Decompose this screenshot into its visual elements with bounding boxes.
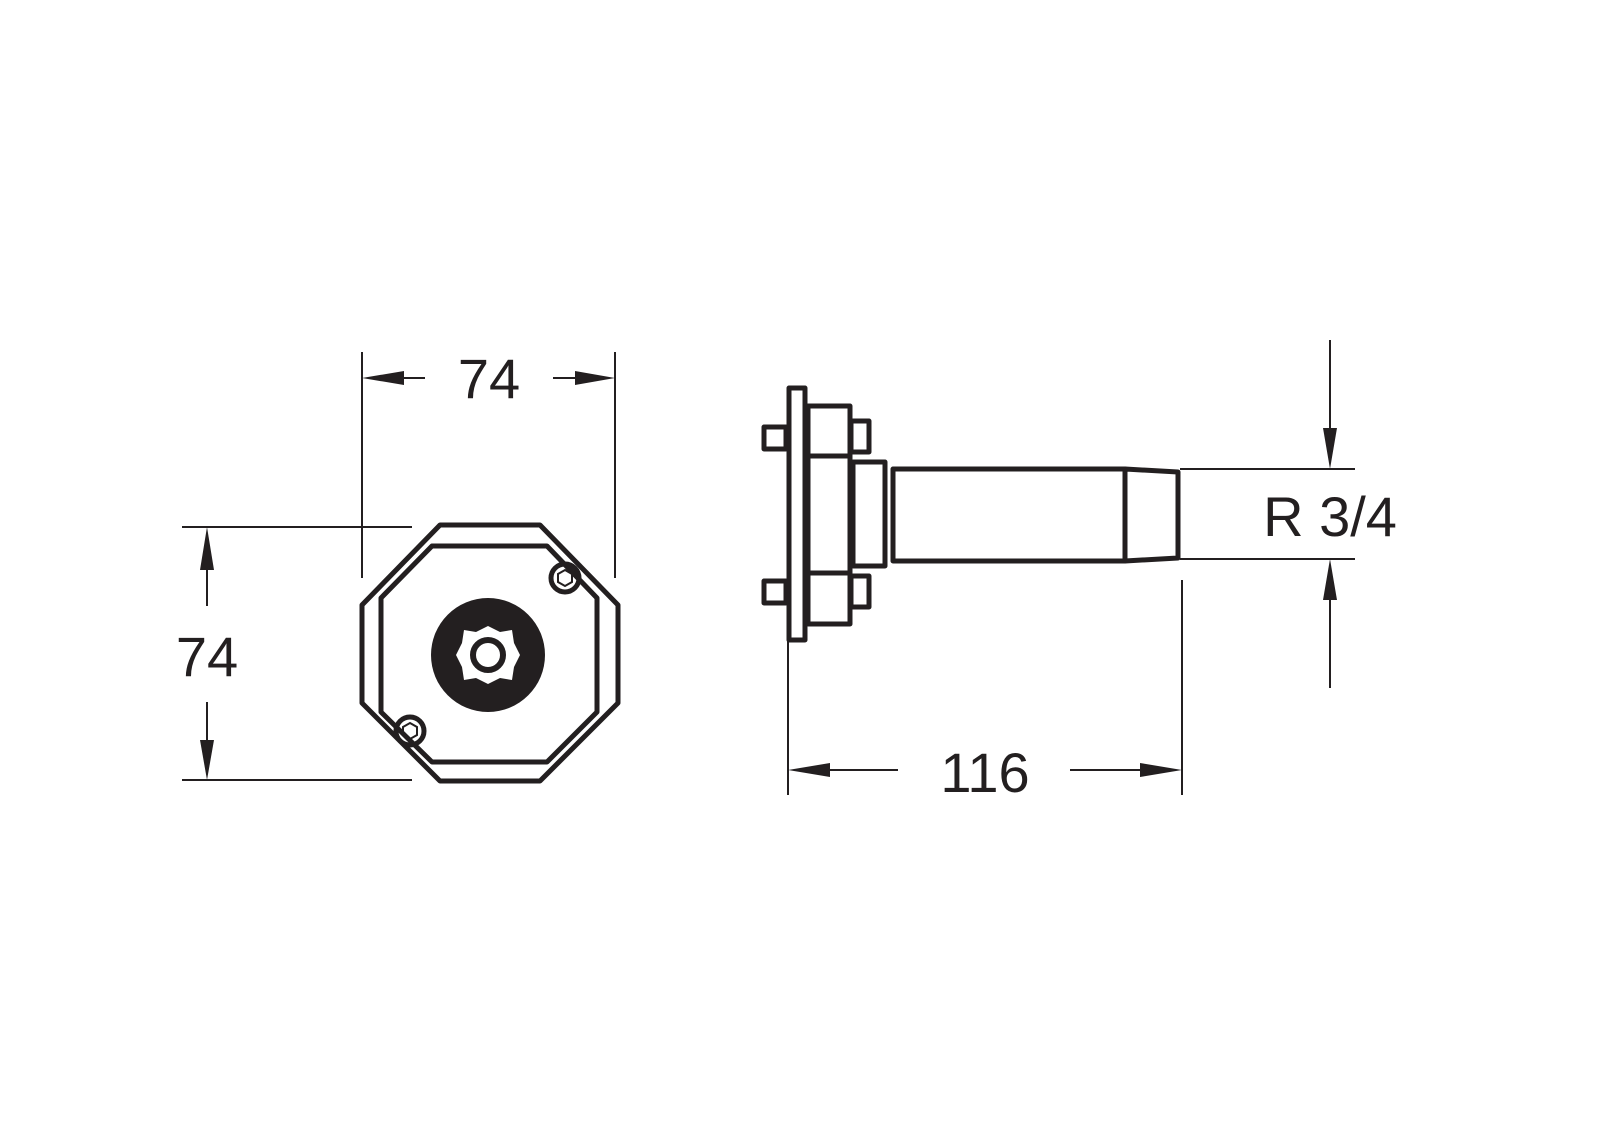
spindle-ring [470,637,506,673]
nut-tab-top [848,418,872,455]
height-dimension [182,526,412,781]
width-dimension-label: 74 [458,347,520,410]
flange-plate [786,385,808,643]
spline-gear [456,626,520,684]
height-dimension-label: 74 [176,625,238,688]
thread-dimension [1180,340,1355,688]
nut-body [805,403,853,627]
width-dimension [361,352,616,578]
outer-octagon [359,522,621,784]
nut-tab-bottom [848,573,872,610]
screw-head-bottom [761,578,789,606]
hub [850,459,888,569]
screw-bottom-left [393,714,427,748]
screw-head-top [761,424,789,452]
pipe [890,466,1128,564]
length-dimension-label: 116 [940,741,1029,804]
front-view [359,522,621,784]
length-dimension [787,580,1183,795]
threaded-tip [1122,466,1181,564]
screw-top-right [548,561,582,595]
side-view [761,385,1181,643]
thread-label: R 3/4 [1263,485,1397,548]
